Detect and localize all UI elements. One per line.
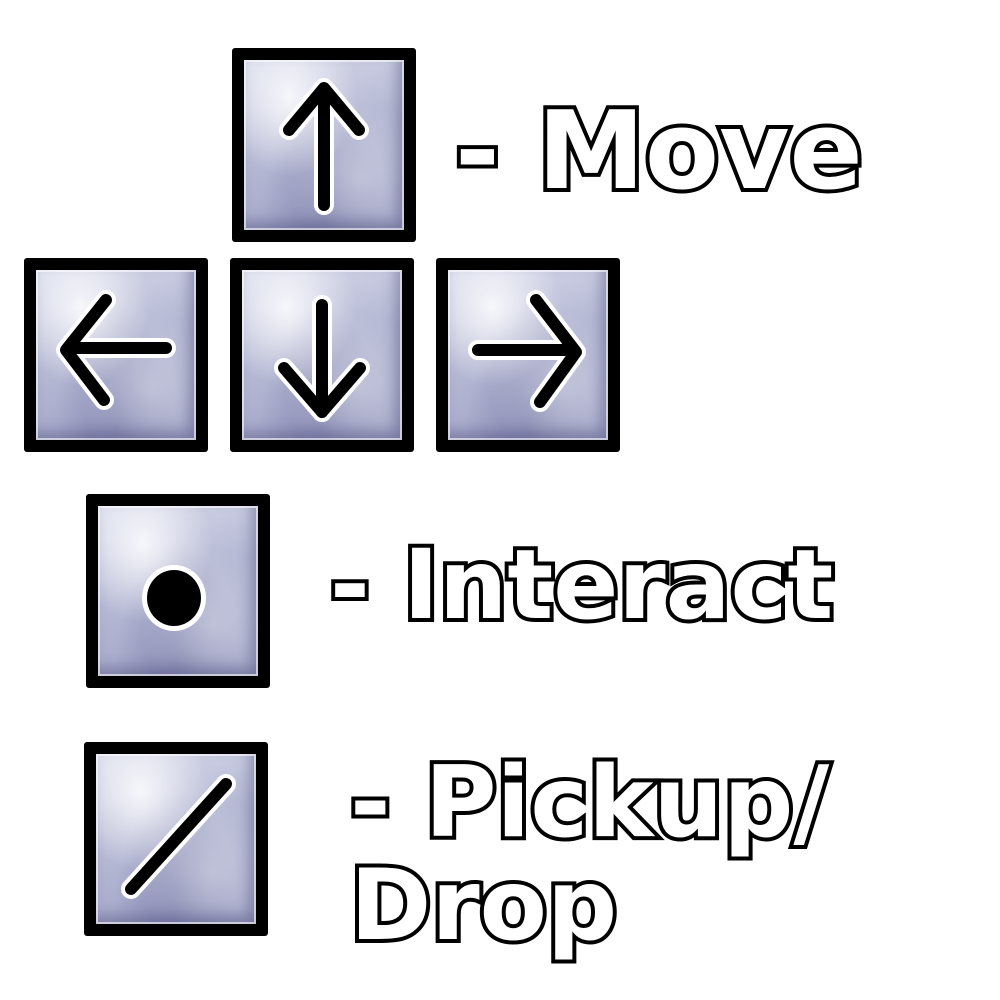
arrow-left-icon <box>56 290 176 410</box>
right-arrow-key <box>436 258 620 452</box>
move-label: - Move <box>451 89 867 214</box>
arrow-right-icon <box>468 290 586 412</box>
down-arrow-key <box>230 258 414 452</box>
slash-icon <box>121 774 236 899</box>
pickup-drop-key <box>84 742 268 936</box>
interact-label: - Interact <box>326 529 837 641</box>
arrow-down-icon <box>274 295 370 422</box>
pickup-drop-label: - Pickup/ Drop <box>346 746 833 963</box>
interact-key <box>86 494 270 688</box>
arrow-up-icon <box>279 78 369 215</box>
left-arrow-key <box>24 258 208 452</box>
up-arrow-key <box>232 48 416 242</box>
dot-icon <box>142 565 206 631</box>
